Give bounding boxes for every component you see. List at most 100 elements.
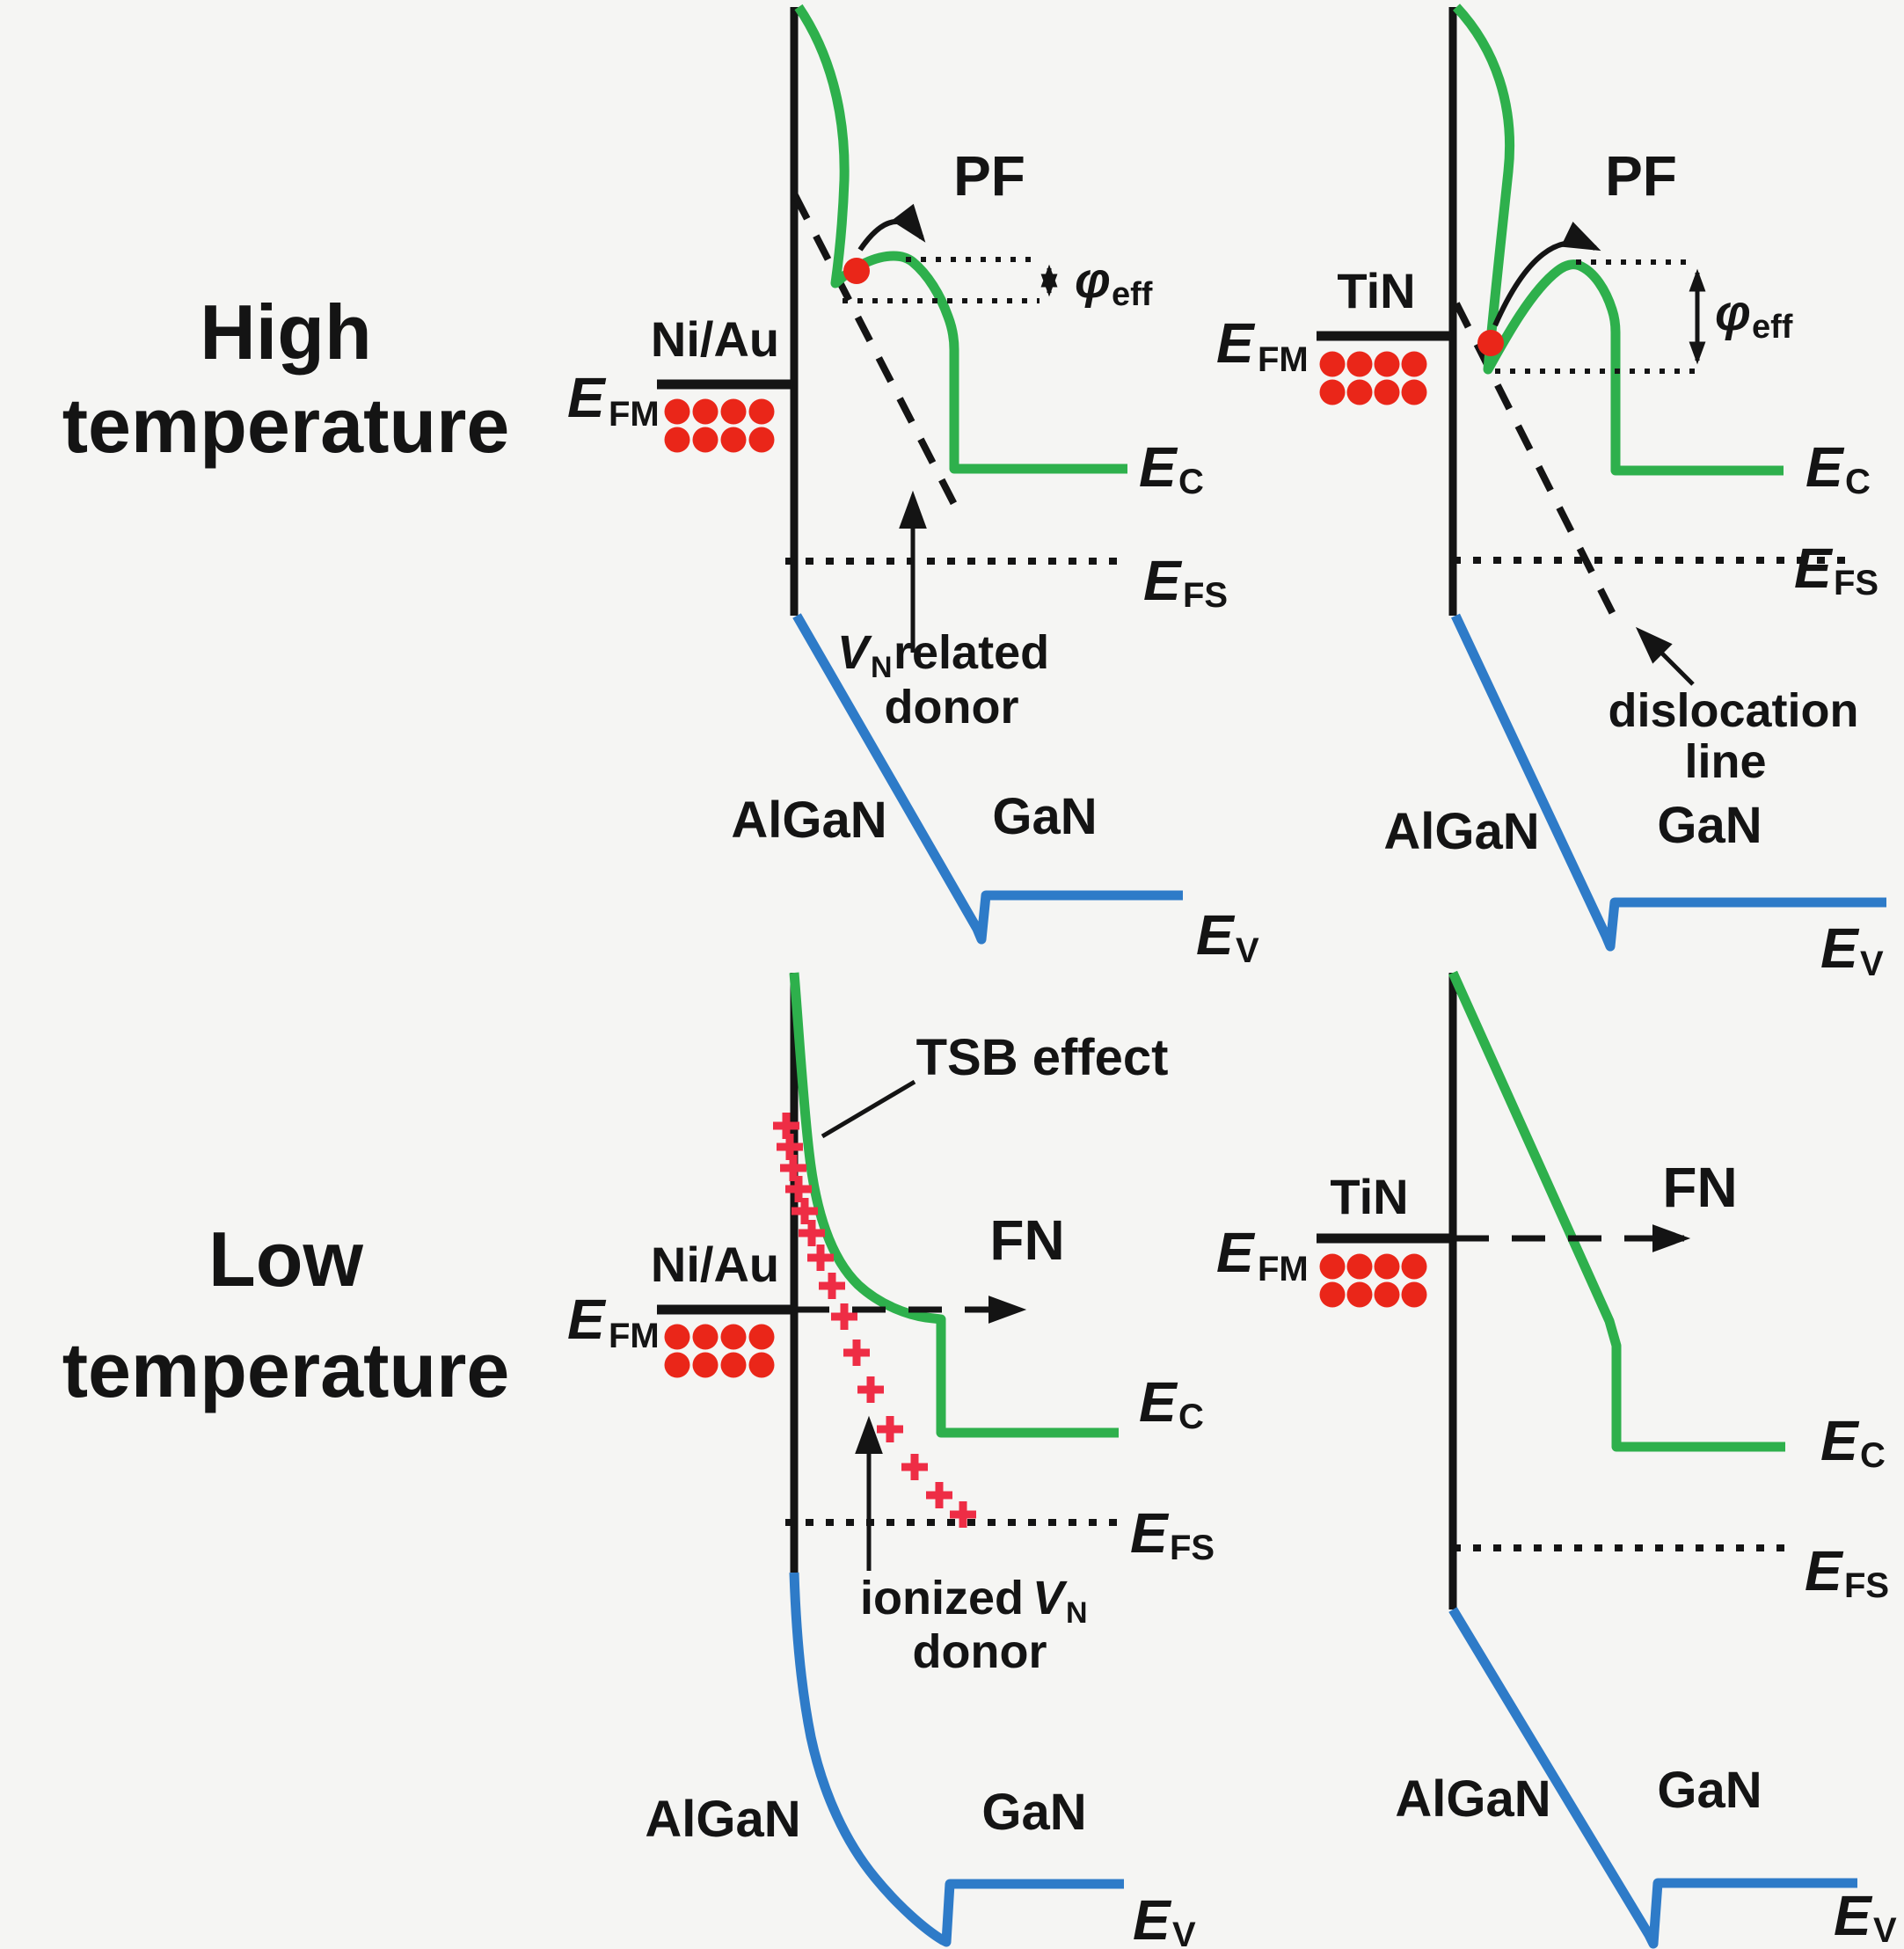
efm-subscript: FM <box>1258 1250 1309 1288</box>
metal-label: Ni/Au <box>651 311 779 367</box>
electron-dot <box>1346 351 1373 377</box>
ec-subscript: C <box>1860 1436 1886 1475</box>
electron-dot <box>1319 379 1346 405</box>
electron-dot <box>1374 1281 1400 1308</box>
electron-dot <box>748 427 775 453</box>
metal-electron-dots <box>1319 351 1427 405</box>
pf-emission-arrow <box>1492 222 1601 327</box>
ev-subscript: V <box>1172 1916 1196 1949</box>
ionized-donor-mark <box>807 1245 834 1271</box>
ec-symbol: E <box>1139 1370 1178 1434</box>
ionized-donor-mark <box>792 1198 818 1224</box>
electron-dot <box>692 427 719 453</box>
algan-label: AlGaN <box>1395 1770 1550 1828</box>
electron-dot <box>1374 379 1400 405</box>
electron-dot <box>1401 1253 1427 1280</box>
electron-dot <box>1401 351 1427 377</box>
metal-electron-dots <box>664 1324 775 1378</box>
efm-symbol: E <box>567 1288 607 1351</box>
vn-annotation-word: related <box>894 626 1049 679</box>
ionized-donor-mark <box>877 1416 903 1442</box>
vn-subscript: N <box>1066 1596 1088 1630</box>
conduction-band-curve <box>1448 970 1785 1452</box>
ionized-donor-mark <box>843 1339 870 1366</box>
high-label-line1: High <box>200 288 372 376</box>
electron-dot <box>664 427 690 453</box>
ionized-donor-mark <box>819 1273 845 1299</box>
efs-symbol: E <box>1130 1501 1170 1565</box>
phi-eff-subscript: eff <box>1752 309 1793 346</box>
electron-dot <box>1319 1253 1346 1280</box>
low-label-line1: Low <box>208 1215 364 1303</box>
electron-dot <box>1374 1253 1400 1280</box>
electron-dot <box>748 1352 775 1378</box>
electron-dot <box>720 1324 747 1350</box>
ev-subscript: V <box>1873 1911 1897 1949</box>
ev-subscript: V <box>1860 945 1884 983</box>
ev-symbol: E <box>1196 903 1236 967</box>
electron-dot <box>720 427 747 453</box>
ev-symbol: E <box>1133 1888 1172 1949</box>
efm-subscript: FM <box>609 1317 660 1355</box>
ev-symbol: E <box>1834 1884 1873 1947</box>
ec-subscript: C <box>1845 463 1871 501</box>
high-label-line2: temperature <box>62 382 510 469</box>
electron-dot <box>1346 1253 1373 1280</box>
phi-eff-symbol: φ <box>1075 252 1111 309</box>
dislocation-annotation-line2: line <box>1684 735 1766 788</box>
electron-dot <box>692 398 719 425</box>
electron-dot <box>1319 351 1346 377</box>
vn-annotation-line2: donor <box>885 681 1019 734</box>
panel-high-temp-niau: Ni/Au E FM PF φ eff E C E FS V N <box>567 4 1259 970</box>
dislocation-line-annotation: dislocation line <box>1608 684 1858 788</box>
ionized-donor-mark <box>857 1376 884 1403</box>
valence-band-curve <box>789 1572 1124 1947</box>
row-label-low-temperature: Low temperature <box>62 1215 510 1413</box>
valence-band-curve <box>792 613 1183 945</box>
electron-dot <box>1346 1281 1373 1308</box>
ionized-vn-donor-annotation: ionized V N donor <box>860 1572 1088 1678</box>
vn-symbol: V <box>1032 1572 1068 1624</box>
metal-label: TiN <box>1330 1169 1408 1224</box>
fn-label: FN <box>1662 1156 1737 1219</box>
electron-dot <box>1319 1281 1346 1308</box>
vn-symbol: V <box>837 626 872 679</box>
dislocation-dashed-line <box>1453 302 1623 628</box>
ionized-donor-mark <box>901 1454 928 1480</box>
electron-dot <box>1401 1281 1427 1308</box>
efs-subscript: FS <box>1834 564 1878 602</box>
efs-subscript: FS <box>1183 576 1228 615</box>
dislocation-pointer-arrow <box>1635 626 1695 686</box>
vn-related-donor-annotation: V N related donor <box>837 626 1049 734</box>
efm-symbol: E <box>1216 311 1256 375</box>
ec-subscript: C <box>1178 1398 1204 1436</box>
metal-label: TiN <box>1337 263 1415 318</box>
ionized-donor-mark <box>926 1482 952 1508</box>
pf-emission-arrow <box>857 203 926 252</box>
metal-electron-dots <box>664 398 775 453</box>
phi-eff-subscript: eff <box>1112 276 1153 313</box>
ionized-annotation-word: ionized <box>860 1572 1024 1624</box>
gan-label: GaN <box>1657 1762 1762 1819</box>
trapped-electron-dot <box>843 258 870 284</box>
electron-dot <box>1374 351 1400 377</box>
metal-label: Ni/Au <box>651 1237 779 1292</box>
algan-label: AlGaN <box>645 1791 800 1848</box>
conduction-band-curve <box>1452 4 1784 476</box>
gan-label: GaN <box>981 1784 1086 1841</box>
valence-band-curve <box>1448 1607 1857 1949</box>
gan-label: GaN <box>1657 797 1762 854</box>
conduction-band-curve <box>789 972 1119 1438</box>
electron-dot <box>664 1352 690 1378</box>
electron-dot <box>692 1324 719 1350</box>
phi-eff-symbol: φ <box>1715 284 1751 341</box>
ionized-donor-mark <box>799 1220 825 1246</box>
electron-dot <box>748 398 775 425</box>
vn-subscript: N <box>871 651 893 684</box>
trapped-electron-dot <box>1477 330 1504 356</box>
dislocation-annotation-line1: dislocation <box>1608 684 1858 737</box>
conduction-band-curve <box>794 4 1127 474</box>
ec-symbol: E <box>1806 435 1845 499</box>
pf-label: PF <box>1605 144 1677 208</box>
